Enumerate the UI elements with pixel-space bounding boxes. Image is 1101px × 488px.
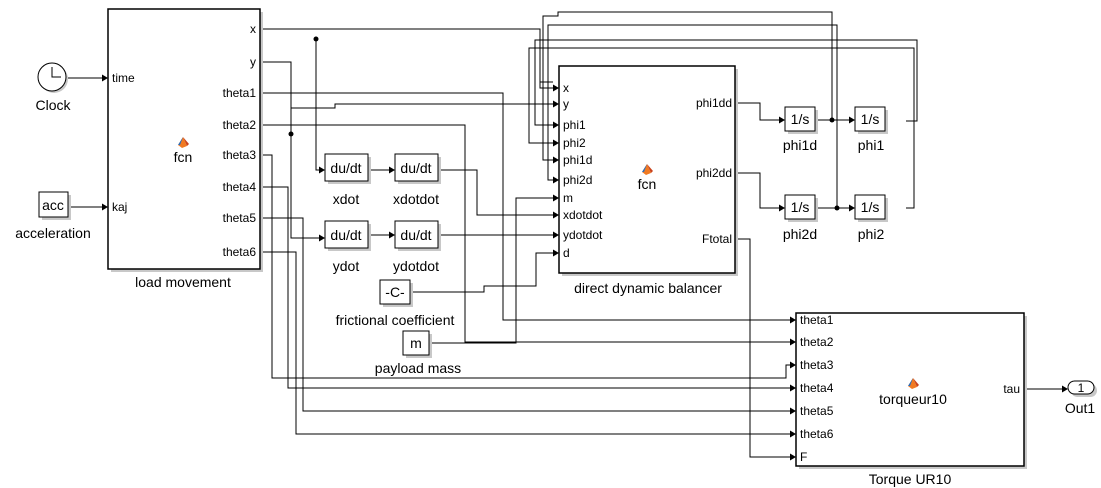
port-theta6: theta6 [800,427,834,441]
port-f: F [800,450,807,464]
ydotdot-label: ydotdot [393,258,439,274]
load-movement-block[interactable]: time kaj x y theta1 theta2 theta3 theta4… [107,8,263,290]
port-m: m [563,191,573,205]
port-phi2d: phi2d [563,173,592,187]
port-x: x [250,22,256,36]
port-phi2dd: phi2dd [696,166,732,180]
out1-label: Out1 [1065,400,1096,416]
port-theta5: theta5 [223,211,257,225]
signal-lines [68,11,1068,461]
direct-dynamic-balancer-block[interactable]: x y phi1 phi2 phi1d phi2d m xdotdot ydot… [558,65,738,296]
xdotdot-symbol: du/dt [400,160,431,176]
port-x: x [563,81,569,95]
phi2d-label: phi2d [783,226,817,242]
ydot-symbol: du/dt [330,227,361,243]
clock-block[interactable]: Clock [35,62,71,113]
ydotdot-symbol: du/dt [400,227,431,243]
port-ydotdot: ydotdot [563,228,603,242]
acceleration-label: acceleration [15,225,91,241]
load-movement-fcn: fcn [174,149,193,165]
clock-label: Clock [35,97,71,113]
payload-mass-label: payload mass [375,360,461,376]
phi2-label: phi2 [858,226,885,242]
port-phi2: phi2 [563,136,586,150]
port-theta2: theta2 [223,118,257,132]
phi2d-integrator-block[interactable]: 1/s phi2d [783,194,818,242]
out1-symbol: 1 [1078,381,1085,395]
phi1d-label: phi1d [783,137,817,153]
balancer-label: direct dynamic balancer [574,280,722,296]
xdotdot-label: xdotdot [393,191,439,207]
port-theta4: theta4 [800,381,834,395]
integrator-symbol: 1/s [791,199,810,215]
payload-mass-block[interactable]: m payload mass [375,330,461,376]
xdot-block[interactable]: du/dt xdot [324,153,371,207]
port-theta4: theta4 [223,180,257,194]
frictional-coefficient-block[interactable]: -C- frictional coefficient [336,279,455,328]
torque-label: Torque UR10 [869,471,952,487]
integrator-symbol: 1/s [861,111,880,127]
frictional-coefficient-label: frictional coefficient [336,312,455,328]
mass-symbol: m [410,335,422,351]
port-xdotdot: xdotdot [563,208,603,222]
port-phi1dd: phi1dd [696,96,732,110]
integrator-symbol: 1/s [861,199,880,215]
ydotdot-block[interactable]: du/dt ydotdot [393,220,441,274]
port-theta5: theta5 [800,404,834,418]
phi1d-integrator-block[interactable]: 1/s phi1d [783,106,818,153]
acceleration-block[interactable]: acc acceleration [15,191,91,241]
xdot-label: xdot [333,191,360,207]
integrator-symbol: 1/s [791,111,810,127]
load-movement-label: load movement [135,274,231,290]
phi1-label: phi1 [858,137,885,153]
balancer-fcn: fcn [638,176,657,192]
xdot-symbol: du/dt [330,160,361,176]
phi1-integrator-block[interactable]: 1/s phi1 [854,106,888,153]
port-theta3: theta3 [223,148,257,162]
port-theta6: theta6 [223,245,257,259]
port-theta2: theta2 [800,335,834,349]
phi2-integrator-block[interactable]: 1/s phi2 [854,194,888,242]
torque-ur10-block[interactable]: theta1 theta2 theta3 theta4 theta5 theta… [795,312,1027,487]
port-y: y [250,55,256,69]
port-theta3: theta3 [800,358,834,372]
constant-symbol: -C- [385,284,405,300]
ydot-block[interactable]: du/dt ydot [324,220,371,274]
torque-fcn: torqueur10 [879,391,947,407]
port-tau: tau [1003,382,1020,396]
acceleration-symbol: acc [42,197,64,213]
port-d: d [563,246,570,260]
port-phi1d: phi1d [563,153,592,167]
out1-port[interactable]: 1 Out1 [1065,380,1097,416]
port-ftotal: Ftotal [702,232,732,246]
port-theta1: theta1 [223,86,257,100]
port-time: time [112,71,135,85]
xdotdot-block[interactable]: du/dt xdotdot [393,153,441,207]
port-kaj: kaj [112,200,127,214]
port-phi1: phi1 [563,118,586,132]
port-theta1: theta1 [800,313,834,327]
ydot-label: ydot [333,258,360,274]
port-y: y [563,97,569,111]
